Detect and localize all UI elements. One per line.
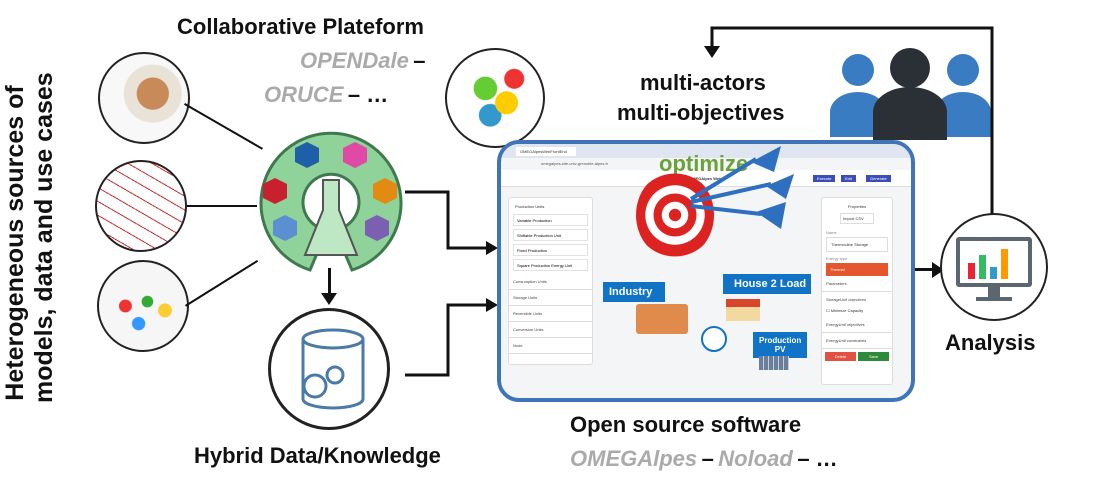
monitor-chart-icon [956,237,1032,301]
energy-type-label: Energy type [826,256,848,261]
darts-icon [689,146,794,229]
software-tools: OMEGAlpes – Noload – … [570,446,838,472]
unit-item[interactable]: Fixed Production [513,244,588,256]
analysis-monitor-image [940,213,1048,321]
browser-tab-bar: OMEGAlpesWebFrontEnd [501,144,911,158]
platform-tools-1: OPENDale – [300,48,426,74]
users-group-icon [830,48,991,140]
section-storage[interactable]: Storage Units [509,290,592,306]
tool-oruce: ORUCE [264,82,344,107]
unit-item[interactable]: Shiftable Production Unit [513,229,588,241]
energy-objectives-section[interactable]: EnergyUnit objectives [822,317,892,333]
database-gears-image [268,308,390,430]
left-label: Heterogeneous sources of models, data an… [1,72,59,403]
section-reversible[interactable]: Reversible Units [509,306,592,322]
platform-title: Collaborative Plateform [177,14,424,39]
panel-actions: Delete Save [822,349,892,364]
url-bar[interactable]: omegalpes-site.univ-grenoble-alpes.fr [541,161,608,166]
energy-constraints-section[interactable]: EnergyUnit constraints [822,333,892,349]
separator: – [701,446,714,471]
city-map-image [95,160,187,252]
house-load-node[interactable]: House 2 Load [723,274,812,294]
toolbar: OMEGAlpes Web Execute Edit Generate [501,170,911,187]
database-icon [301,328,365,410]
industry-node[interactable]: Industry [603,282,665,302]
app-title: OMEGAlpes Web [689,176,722,181]
software-screenshot: OMEGAlpesWebFrontEnd omegalpes-site.univ… [497,140,915,402]
name-label: Name [826,230,837,235]
house-energy-image [98,52,190,144]
tool-noload: Noload [718,446,793,471]
solar-panel-icon [759,356,789,370]
unit-item[interactable]: Square Production Energy Unit [513,259,588,271]
factory-icon [636,304,688,334]
platform-tools-2: ORUCE – … [264,82,388,108]
separator: – [413,48,426,73]
open-science-logo [259,131,403,272]
pv-line2: PV [774,345,786,354]
section-node[interactable]: Node [509,338,592,354]
production-units-header[interactable]: Production Units [515,204,545,209]
parameters-section[interactable]: Parameters [822,276,892,292]
actors-line2: multi-objectives [617,100,785,125]
properties-panel: Properties Import CSV Name Thermocline S… [821,197,893,385]
tool-opendale: OPENDale [300,48,409,73]
arrow-shaft [328,268,331,296]
people-puzzle-image [97,260,189,352]
properties-title: Properties [847,204,867,209]
tool-omegalpes: OMEGAlpes [570,446,698,471]
software-title: Open source software [570,412,802,437]
left-label-line2: models, data and use cases [30,72,58,403]
checkbox-label: Minimize Capacity [830,308,864,313]
connector-line [184,103,263,150]
separator: – … [347,82,389,107]
feedback-arrow [704,26,994,235]
section-conversion[interactable]: Conversion Units [509,322,592,338]
input-arrows [405,190,498,377]
section-consumption[interactable]: Consumption Units [509,274,592,290]
left-panel: Production Units Variable Production Shi… [508,197,593,365]
arrow-shaft [915,268,935,271]
hybrid-label: Hybrid Data/Knowledge [194,443,441,468]
actors-line1: multi-actors [640,70,766,95]
name-input[interactable]: Thermocline Storage [826,237,888,252]
execute-button[interactable]: Execute [813,175,836,182]
storage-objectives-section[interactable]: StorageUnit objectives [826,297,867,302]
minimize-capacity-checkbox[interactable]: ☐ Minimize Capacity [826,308,864,313]
analysis-label: Analysis [945,330,1036,355]
browser-tab[interactable]: OMEGAlpesWebFrontEnd [516,147,576,156]
delete-button[interactable]: Delete [825,352,856,361]
connector-line [185,259,259,307]
node-circle[interactable] [701,326,727,352]
import-csv-button[interactable]: Import CSV [840,213,874,224]
separator: – … [797,446,838,471]
connector-line [187,205,257,207]
unit-item[interactable]: Variable Production [513,214,588,226]
arrow-head [321,293,337,305]
pv-line1: Production [759,336,802,345]
left-label-line1: Heterogeneous sources of [1,85,29,401]
puzzle-image [445,48,545,148]
save-button[interactable]: Save [858,352,889,361]
generate-button[interactable]: Generate [866,175,891,182]
edit-button[interactable]: Edit [841,175,856,182]
target-icon [636,171,714,259]
house-icon [726,299,760,321]
energy-type-select[interactable]: Thermal [826,263,888,276]
